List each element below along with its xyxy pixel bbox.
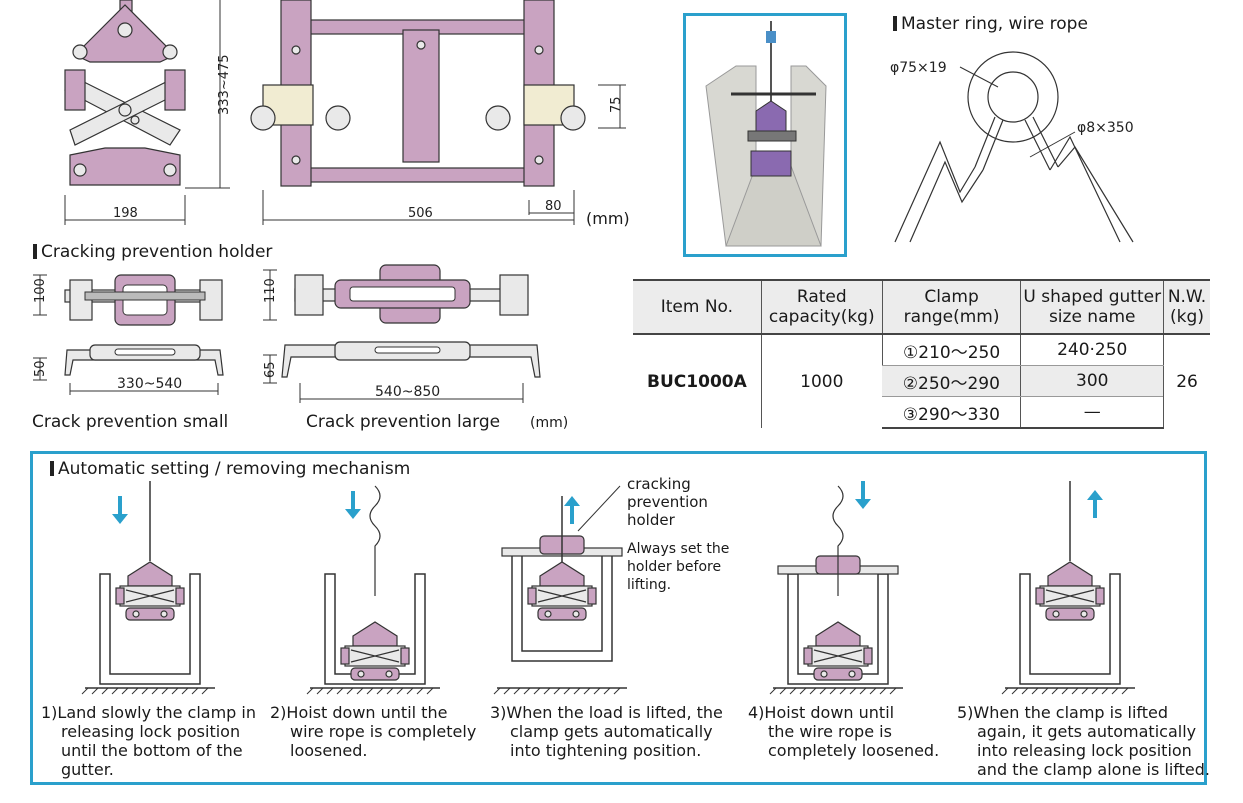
step-5-illustration [1001,481,1136,695]
item-number-cell: BUC1000A [647,371,747,392]
holder-unit-label: (mm) [530,415,569,431]
dim-side-width-label: 198 [113,206,138,221]
step-3-illustration [493,485,628,695]
table-row: ②250〜290 300 [633,365,1210,397]
holder-large-drawing: 110 65 540~850 [263,264,541,403]
step-5-text: 5)When the clamp is lifted again, it get… [957,703,1210,779]
product-photo [683,13,847,257]
rope-size-label: φ8×350 [1077,120,1134,136]
clamp-side-view-drawing: 333~475 198 [64,0,232,225]
holder-large-width: 540~850 [375,384,440,400]
capacity-cell: 1000 [760,334,883,428]
master-ring-drawing: φ75×19 φ8×350 [890,51,1134,243]
mechanism-panel [30,451,1207,785]
gutter-photo-illustration [705,21,827,247]
step-2-text: 2)Hoist down until the wire rope is comp… [270,703,477,760]
holder-large-caption: Crack prevention large [306,412,501,432]
gutter-size-cell: 240·250 [1020,334,1164,366]
table-row: BUC1000A 1000 ①210〜250 240·250 26 [633,334,1210,428]
ring-size-label: φ75×19 [890,60,947,76]
dim-75-label: 75 [609,96,624,113]
holder-large-top-height: 110 [263,278,278,303]
holder-title: Cracking prevention holder [33,243,272,262]
header-item-no: Item No. [633,279,762,335]
holder-small-side-height: 50 [33,360,48,377]
step-1-text: 1)Land slowly the clamp in releasing loc… [41,703,256,779]
gutter-size-cell: 300 [1020,365,1164,397]
mechanism-title: Automatic setting / removing mechanism [50,460,410,479]
holder-small-caption: Crack prevention small [32,412,229,432]
clamp-range-cell: ②250〜290 [882,365,1021,397]
dim-height-label: 333~475 [217,54,232,115]
table-row: ③290〜330 — [633,396,1210,429]
holder-small-top-height: 100 [33,278,48,303]
step-2-illustration [306,485,441,695]
clamp-range-cell: ①210〜250 [881,334,1021,366]
gutter-size-cell: — [1020,396,1164,429]
weight-cell: 26 [1163,334,1210,428]
step-3-text: 3)When the load is lifted, the clamp get… [490,703,723,760]
holder-small-width: 330~540 [117,376,182,392]
step-4-illustration [769,481,904,695]
holder-callout: cracking prevention holder [627,475,708,529]
mechanism-illustrations [81,481,1136,695]
header-net-weight: N.W.(kg) [1163,279,1210,335]
dim-80-label: 80 [545,199,562,214]
clamp-range-cell: ③290〜330 [882,396,1021,429]
top-unit-label: (mm) [586,209,630,228]
holder-note: Always set the holder before lifting. [627,541,730,593]
step-1-illustration [81,481,216,695]
dim-front-width-label: 506 [408,206,433,221]
holder-small-drawing: 100 50 330~540 [33,274,224,395]
master-ring-title: Master ring, wire rope [893,15,1088,34]
holder-large-side-height: 65 [263,361,278,378]
step-4-text: 4)Hoist down until the wire rope is comp… [748,703,940,760]
clamp-front-view-drawing: 75 506 80 [250,0,626,225]
